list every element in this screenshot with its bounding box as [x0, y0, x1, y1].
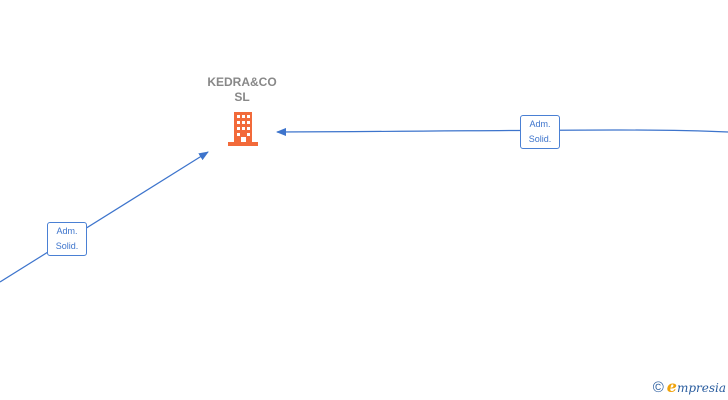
empresia-logo-rest: mpresia [676, 381, 726, 395]
edge-right [276, 127, 728, 136]
relation-label-left-line1: Adm. [56, 226, 78, 236]
relation-label-right-line2: Solid. [528, 134, 552, 144]
relation-label-left[interactable]: Adm. Solid. [47, 222, 87, 256]
edge-left [0, 151, 209, 283]
relation-label-left-line2: Solid. [55, 241, 79, 251]
relation-label-right-line1: Adm. [529, 119, 551, 129]
company-name-line1[interactable]: KEDRA&CO [207, 75, 277, 89]
building-icon[interactable] [227, 111, 259, 147]
empresia-logo-initial: e [666, 377, 677, 396]
company-name-line2[interactable]: SL [234, 90, 250, 104]
empresia-watermark: © empresia [653, 379, 726, 396]
company-node[interactable]: KEDRA&CO SL [190, 75, 294, 146]
empresia-logo: empresia [667, 379, 726, 396]
relation-label-right[interactable]: Adm. Solid. [520, 115, 560, 149]
copyright-icon: © [652, 378, 664, 396]
